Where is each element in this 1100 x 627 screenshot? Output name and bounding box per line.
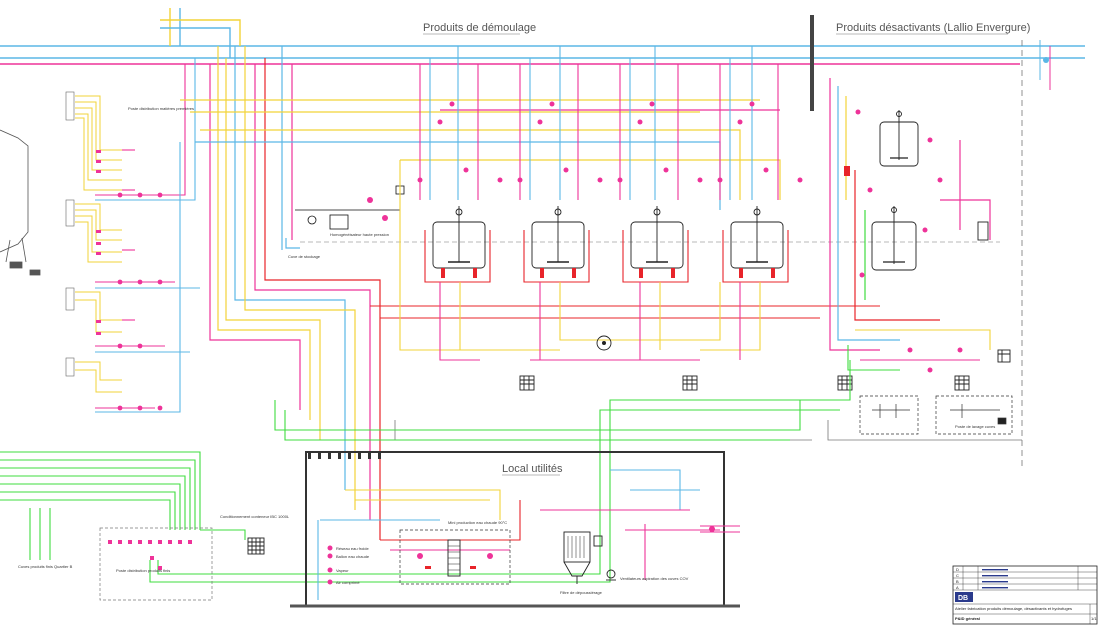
title-block-rev-c: C <box>956 573 959 578</box>
label-poste-distribution-finis: Poste distribution produits finis <box>116 568 170 573</box>
right-utility-drop <box>1039 40 1051 90</box>
manifold-yellow-fans <box>75 95 122 393</box>
title-block-sheet: 1/1 <box>1091 616 1097 621</box>
green-finished-product-lines <box>0 360 851 583</box>
desactivant-reactor-upper <box>844 110 919 176</box>
label-poste-lavage: Poste de lavage cuves <box>955 424 995 429</box>
utilites-exit-lines <box>700 525 740 533</box>
reactor-3 <box>630 206 684 278</box>
reactor-1 <box>432 206 486 278</box>
label-ventilateur: Ventilateurs aspiration des cuves COV <box>620 576 689 581</box>
manifold-pink-lines <box>95 64 186 409</box>
utilites-lines <box>317 469 720 600</box>
title-block <box>952 565 1098 625</box>
label-air-comprime: Air comprimé <box>336 580 360 585</box>
section-title-desactivants: Produits désactivants (Lallio Envergure) <box>836 22 1030 34</box>
transfer-pump <box>596 335 612 351</box>
ibc-conditioning <box>247 537 265 555</box>
label-homogeneisateur: Homogénéisateur haute pression <box>330 232 389 237</box>
dust-filter <box>563 531 603 584</box>
demoulage-header-bus <box>180 99 781 210</box>
ibc-bins-desactivants <box>837 221 1011 391</box>
label-cuve-stockage: Cuve de stockage <box>288 254 321 259</box>
title-block-subtitle: P&ID général <box>955 616 980 621</box>
reactor-pink-drains <box>439 282 741 361</box>
title-block-rev-d: D <box>956 567 959 572</box>
desactivant-reactor-lower <box>871 206 917 271</box>
label-poste-distribution: Poste distribution matières premières <box>128 106 194 111</box>
title-block-rev-b: B <box>956 579 959 584</box>
reactor-feed-drops <box>419 46 779 200</box>
desactivant-lower-lines <box>847 329 991 371</box>
distribution-manifold-matieres <box>65 91 75 377</box>
label-conditionnement: Conditionnement conteneur IBC 1000L <box>220 514 290 519</box>
label-cuves-produits-finis: Cuves produits finis Quartier B <box>18 564 73 569</box>
reactor-collection-lines <box>399 160 761 351</box>
section-title-utilites: Local utilités <box>502 463 563 475</box>
label-ballon-eau-chaude: Ballon eau chaude <box>336 554 370 559</box>
ibc-bins-demoulage <box>519 375 698 391</box>
label-mini-production: Mini production eau chaude 90°C <box>448 520 507 525</box>
desactivants-zone-border <box>827 420 1022 441</box>
reactor-2 <box>531 206 585 278</box>
ventilator <box>606 569 616 581</box>
desactivants-bus <box>829 78 991 351</box>
reactor-valve-clusters <box>417 101 803 183</box>
title-block-logo: DB <box>958 595 968 602</box>
utility-legend <box>327 545 333 585</box>
section-separator-bar <box>810 15 814 111</box>
title-block-project: Atelier fabrication produits démoulage, … <box>955 606 1072 611</box>
reactor-4 <box>730 206 784 278</box>
label-vapeur: Vapeur <box>336 568 349 573</box>
washing-stations <box>859 395 1013 435</box>
finished-distribution-manifold <box>99 527 213 601</box>
homogenizer-unit <box>285 185 405 249</box>
label-filtre-depoussierage: Filtre de dépoussiérage <box>560 590 603 595</box>
reactor-heating-loops <box>370 230 880 319</box>
section-title-demoulage: Produits de démoulage <box>423 22 536 34</box>
left-storage-tank <box>0 129 41 276</box>
title-block-rev-a: A <box>956 585 959 590</box>
local-utilites-room <box>290 451 740 608</box>
hot-water-unit <box>399 529 511 585</box>
vertical-trunk-lines <box>209 46 381 540</box>
label-reseau-eau: Réseau eau froide <box>336 546 369 551</box>
manifold-valves <box>96 150 163 411</box>
manifold-blue-lines <box>95 58 200 413</box>
desactivant-valves <box>855 109 963 373</box>
top-feed-lines <box>0 8 1085 65</box>
